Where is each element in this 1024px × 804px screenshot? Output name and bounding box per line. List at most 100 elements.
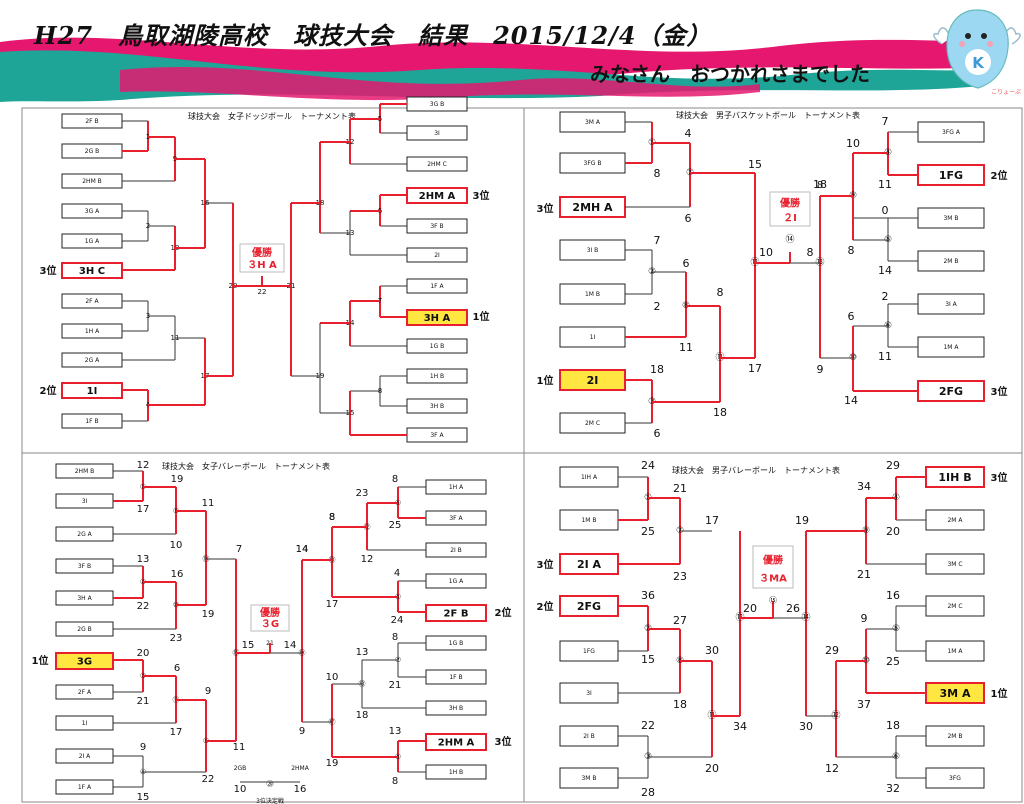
score-label: 25: [389, 520, 402, 531]
score-label: 11: [233, 742, 246, 753]
score-label: 32: [886, 782, 900, 795]
team-name: 1H A: [85, 328, 100, 335]
team-name: 1M B: [581, 517, 596, 524]
team-name: 2F A: [78, 689, 92, 696]
match-number: ⑭: [785, 234, 794, 245]
team-name: 2G B: [85, 148, 100, 155]
champion-label: 優勝: [251, 246, 273, 259]
team-name: 3G: [77, 657, 92, 668]
score-label: 10: [846, 137, 860, 150]
mascot-letter: K: [972, 54, 985, 72]
score-label: 29: [886, 459, 900, 472]
team-name: 3F A: [449, 515, 463, 522]
placement-label: 2位: [537, 600, 554, 613]
team-name: 3F B: [430, 223, 443, 230]
score-label: 24: [641, 459, 655, 472]
placement-label: 3位: [537, 202, 554, 215]
score-label: 8: [717, 286, 724, 299]
team-name: 1F A: [78, 784, 92, 791]
mascot-logo: K こりょーぷ: [932, 4, 1022, 98]
team-name: 2I A: [79, 753, 91, 760]
paint-swash: [0, 37, 1000, 102]
team-name: 2FG: [577, 600, 601, 613]
team-name: 2M A: [947, 517, 963, 524]
team-name: 2FG: [939, 385, 963, 398]
score-label: 14: [844, 394, 858, 407]
team-name: 1F B: [449, 674, 462, 681]
score-label: 21: [137, 696, 150, 707]
team-name: 2M C: [947, 603, 962, 610]
score-label: 12: [361, 554, 374, 565]
score-label: 25: [641, 525, 655, 538]
score-label: 15: [748, 158, 762, 171]
score-label: 21: [857, 568, 871, 581]
third-place-right: 2HMA: [291, 765, 310, 772]
team-name: 2I B: [450, 547, 462, 554]
score-label: 17: [748, 362, 762, 375]
team-name: 3I: [82, 498, 88, 505]
placement-label: 1位: [991, 687, 1008, 700]
team-name: 2I: [587, 374, 599, 387]
score-label: 8: [329, 512, 335, 523]
bracket-title: 球技大会 男子バスケットボール トーナメント表: [676, 110, 860, 120]
score-label: 11: [878, 350, 892, 363]
score-label: 13: [356, 647, 369, 658]
score-label: 29: [825, 644, 839, 657]
score-label: 23: [170, 633, 183, 644]
score-label: 4: [394, 568, 400, 579]
team-name: 3H C: [79, 266, 105, 277]
score-label: 27: [673, 614, 687, 627]
champion-label: 優勝: [259, 606, 281, 619]
bracket-title: 球技大会 女子ドッジボール トーナメント表: [188, 111, 356, 121]
score-label: 18: [650, 363, 664, 376]
score-label: 7: [882, 115, 889, 128]
score-label: 24: [391, 615, 404, 626]
placement-label: 2位: [495, 606, 512, 619]
team-name: 2HM B: [75, 468, 95, 475]
team-name: 1I: [590, 334, 596, 341]
team-name: 3G B: [430, 101, 445, 108]
team-name: 3M B: [943, 215, 958, 222]
score-label: 18: [673, 698, 687, 711]
team-name: 1H A: [449, 484, 464, 491]
team-name: 3F B: [78, 563, 91, 570]
score-label: 21: [389, 680, 402, 691]
score-label: 17: [170, 727, 183, 738]
team-name: 1G A: [449, 578, 464, 585]
team-name: 1F B: [85, 418, 98, 425]
match-number: 6: [378, 207, 383, 215]
placement-label: 3位: [495, 735, 512, 748]
placement-label: 2位: [991, 169, 1008, 182]
score-label: 11: [202, 498, 215, 509]
team-name: 2M B: [943, 258, 958, 265]
score-label: 17: [326, 599, 339, 610]
team-name: 2F B: [85, 118, 98, 125]
score-label: 18: [356, 710, 369, 721]
team-name: 3FG B: [584, 160, 602, 167]
team-name: 1M B: [585, 291, 600, 298]
score-label: 12: [137, 460, 150, 471]
score-label: 6: [848, 310, 855, 323]
score-label: 15: [641, 653, 655, 666]
match-number: ⑮: [769, 596, 777, 605]
team-name: 2I: [434, 252, 440, 259]
score-label: 21: [673, 482, 687, 495]
champion-team: ３G: [261, 618, 279, 630]
score-label: 10: [326, 672, 339, 683]
score-label: 9: [205, 686, 211, 697]
score-label: 7: [654, 234, 661, 247]
score-label: 20: [886, 525, 900, 538]
team-name: 1FG: [583, 648, 595, 655]
score-label: 18: [886, 719, 900, 732]
team-name: 1M A: [943, 344, 959, 351]
team-name: 3M B: [581, 775, 596, 782]
placement-label: 3位: [537, 558, 554, 571]
score-label: 8: [392, 632, 398, 643]
team-name: 1H B: [449, 769, 463, 776]
score-label: 8: [817, 180, 823, 191]
team-name: 1M A: [947, 648, 963, 655]
team-name: 1FG: [939, 169, 963, 182]
